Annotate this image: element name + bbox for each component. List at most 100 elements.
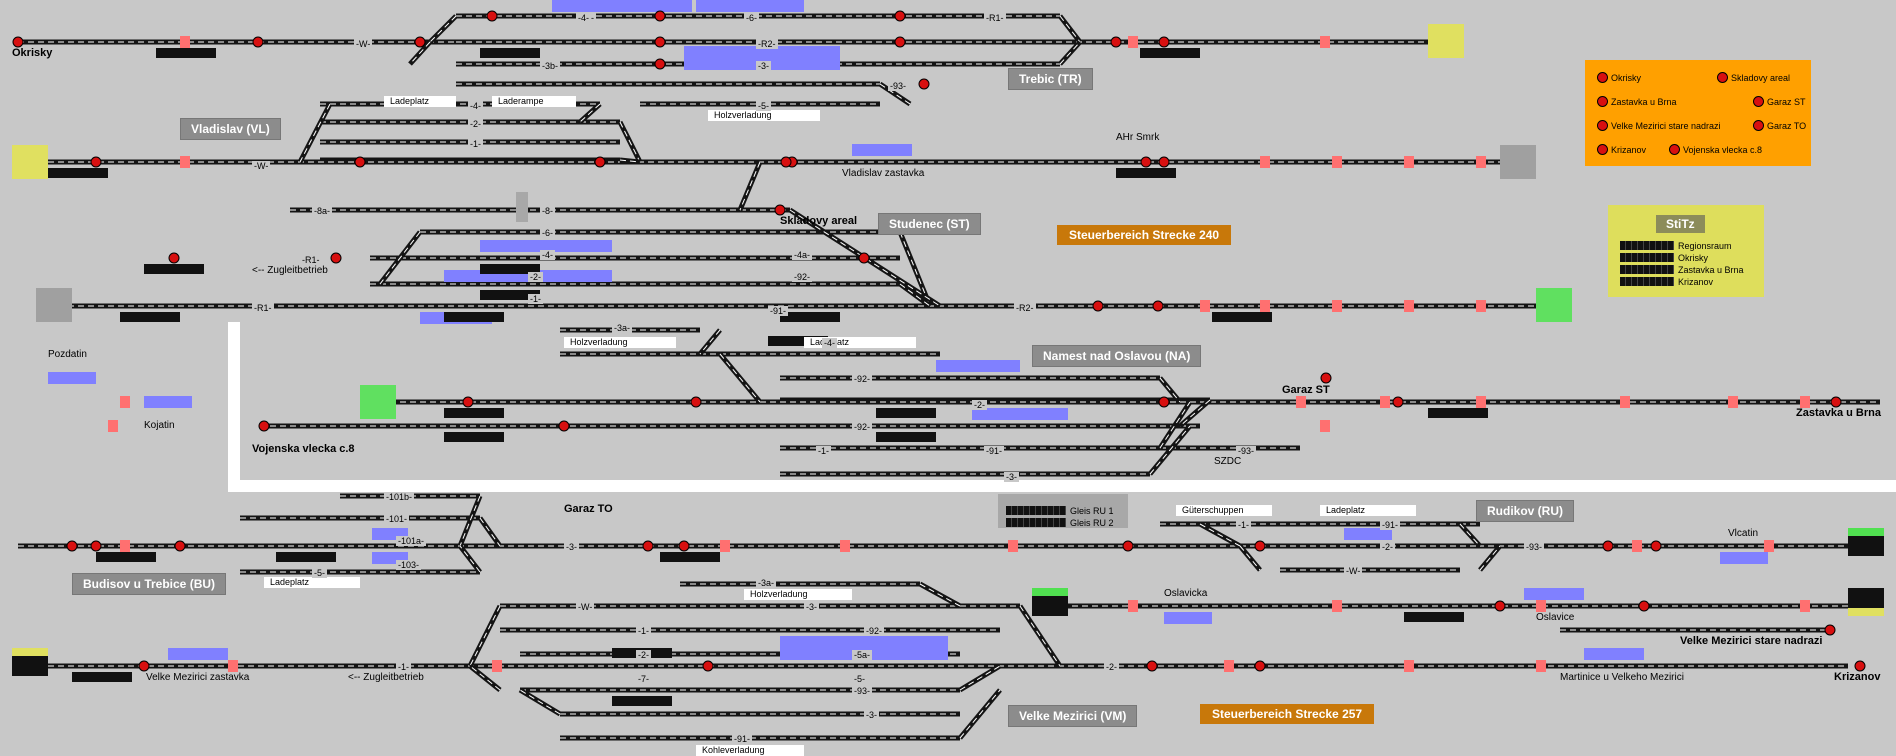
- signal-icon[interactable]: [1638, 600, 1650, 612]
- signal-icon[interactable]: [354, 156, 366, 168]
- route-panel[interactable]: [480, 48, 540, 58]
- legend-krizanov[interactable]: Krizanov: [1597, 144, 1646, 155]
- route-panel[interactable]: [612, 696, 672, 706]
- block-section-marker[interactable]: [1260, 156, 1270, 168]
- signal-icon[interactable]: [252, 36, 264, 48]
- station-budisov[interactable]: Budisov u Trebice (BU): [72, 573, 227, 595]
- route-panel[interactable]: [480, 264, 540, 274]
- route-panel[interactable]: [72, 672, 132, 682]
- track-end-okrisky[interactable]: [1428, 24, 1464, 58]
- route-panel[interactable]: [1116, 168, 1176, 178]
- signal-icon[interactable]: [594, 156, 606, 168]
- block-section-marker[interactable]: [1380, 396, 1390, 408]
- signal-icon[interactable]: [486, 10, 498, 22]
- gleis-ru-2[interactable]: Gleis RU 2: [1006, 518, 1114, 528]
- block-section-marker[interactable]: [1332, 156, 1342, 168]
- occupied-section[interactable]: [48, 372, 96, 384]
- signal-icon[interactable]: [642, 540, 654, 552]
- route-panel[interactable]: [120, 312, 180, 322]
- track-end-zastavka[interactable]: [1536, 288, 1572, 322]
- zone-strecke-240[interactable]: Steuerbereich Strecke 240: [1057, 225, 1232, 245]
- occupied-section[interactable]: [696, 0, 804, 12]
- track-end-krizanov-w[interactable]: [12, 648, 48, 676]
- block-section-marker[interactable]: [1128, 36, 1138, 48]
- block-section-marker[interactable]: [1320, 420, 1330, 432]
- block-section-marker[interactable]: [1620, 396, 1630, 408]
- route-panel[interactable]: [1404, 612, 1464, 622]
- route-panel[interactable]: [480, 290, 540, 300]
- stitz-row[interactable]: Okrisky: [1620, 253, 1708, 263]
- signal-icon[interactable]: [90, 540, 102, 552]
- block-section-marker[interactable]: [1728, 396, 1738, 408]
- occupied-section[interactable]: [144, 396, 192, 408]
- block-section-marker[interactable]: [720, 540, 730, 552]
- signal-icon[interactable]: [330, 252, 342, 264]
- route-panel[interactable]: [276, 552, 336, 562]
- block-section-marker[interactable]: [1404, 156, 1414, 168]
- stitz-row[interactable]: Krizanov: [1620, 277, 1713, 287]
- signal-icon[interactable]: [1320, 372, 1332, 384]
- station-namest[interactable]: Namest nad Oslavou (NA): [1032, 345, 1202, 367]
- signal-icon[interactable]: [1830, 396, 1842, 408]
- block-section-marker[interactable]: [228, 660, 238, 672]
- station-studenec[interactable]: Studenec (ST): [878, 213, 981, 235]
- signal-icon[interactable]: [654, 36, 666, 48]
- signal-icon[interactable]: [414, 36, 426, 48]
- signal-icon[interactable]: [1152, 300, 1164, 312]
- block-section-marker[interactable]: [1476, 396, 1486, 408]
- signal-icon[interactable]: [1254, 540, 1266, 552]
- occupied-section[interactable]: [1524, 588, 1584, 600]
- block-section-marker[interactable]: [108, 420, 118, 432]
- track-end-vojenska[interactable]: [360, 385, 396, 419]
- station-vladislav[interactable]: Vladislav (VL): [180, 118, 281, 140]
- legend-velke-stare[interactable]: Velke Mezirici stare nadrazi: [1597, 120, 1721, 131]
- block-section-marker[interactable]: [1536, 600, 1546, 612]
- track-end-oslavicka-e[interactable]: [1848, 588, 1884, 616]
- route-panel[interactable]: [48, 168, 108, 178]
- signal-icon[interactable]: [894, 10, 906, 22]
- signal-icon[interactable]: [1158, 396, 1170, 408]
- block-section-marker[interactable]: [120, 540, 130, 552]
- block-section-marker[interactable]: [180, 156, 190, 168]
- stitz-row[interactable]: Regionsraum: [1620, 241, 1732, 251]
- signal-icon[interactable]: [1110, 36, 1122, 48]
- signal-icon[interactable]: [90, 156, 102, 168]
- block-section-marker[interactable]: [180, 36, 190, 48]
- signal-icon[interactable]: [12, 36, 24, 48]
- legend-garaz-st[interactable]: Garaz ST: [1753, 96, 1806, 107]
- route-panel[interactable]: [444, 312, 504, 322]
- route-panel[interactable]: [144, 264, 204, 274]
- signal-icon[interactable]: [654, 10, 666, 22]
- signal-icon[interactable]: [1146, 660, 1158, 672]
- signal-icon[interactable]: [918, 78, 930, 90]
- zone-strecke-257[interactable]: Steuerbereich Strecke 257: [1200, 704, 1375, 724]
- legend-okrisky[interactable]: Okrisky: [1597, 72, 1641, 83]
- stitz-row[interactable]: Zastavka u Brna: [1620, 265, 1744, 275]
- block-section-marker[interactable]: [840, 540, 850, 552]
- signal-icon[interactable]: [1854, 660, 1866, 672]
- occupied-section[interactable]: [1584, 648, 1644, 660]
- block-section-marker[interactable]: [1536, 660, 1546, 672]
- route-panel[interactable]: [876, 408, 936, 418]
- gleis-ru-1[interactable]: Gleis RU 1: [1006, 506, 1114, 516]
- occupied-section[interactable]: [972, 408, 1068, 420]
- block-section-marker[interactable]: [120, 396, 130, 408]
- signal-icon[interactable]: [894, 36, 906, 48]
- route-panel[interactable]: [444, 432, 504, 442]
- signal-icon[interactable]: [1140, 156, 1152, 168]
- block-section-marker[interactable]: [1224, 660, 1234, 672]
- block-section-marker[interactable]: [1332, 300, 1342, 312]
- occupied-section[interactable]: [168, 648, 228, 660]
- route-panel[interactable]: [768, 336, 828, 346]
- occupied-section[interactable]: [936, 360, 1020, 372]
- route-panel[interactable]: [660, 552, 720, 562]
- signal-icon[interactable]: [1602, 540, 1614, 552]
- block-section-marker[interactable]: [1320, 36, 1330, 48]
- track-end-vlcatin[interactable]: [1848, 528, 1884, 556]
- route-panel[interactable]: [876, 432, 936, 442]
- signal-icon[interactable]: [1092, 300, 1104, 312]
- signal-icon[interactable]: [1392, 396, 1404, 408]
- signal-icon[interactable]: [138, 660, 150, 672]
- occupied-section[interactable]: [1344, 528, 1392, 540]
- legend-skladovy[interactable]: Skladovy areal: [1717, 72, 1790, 83]
